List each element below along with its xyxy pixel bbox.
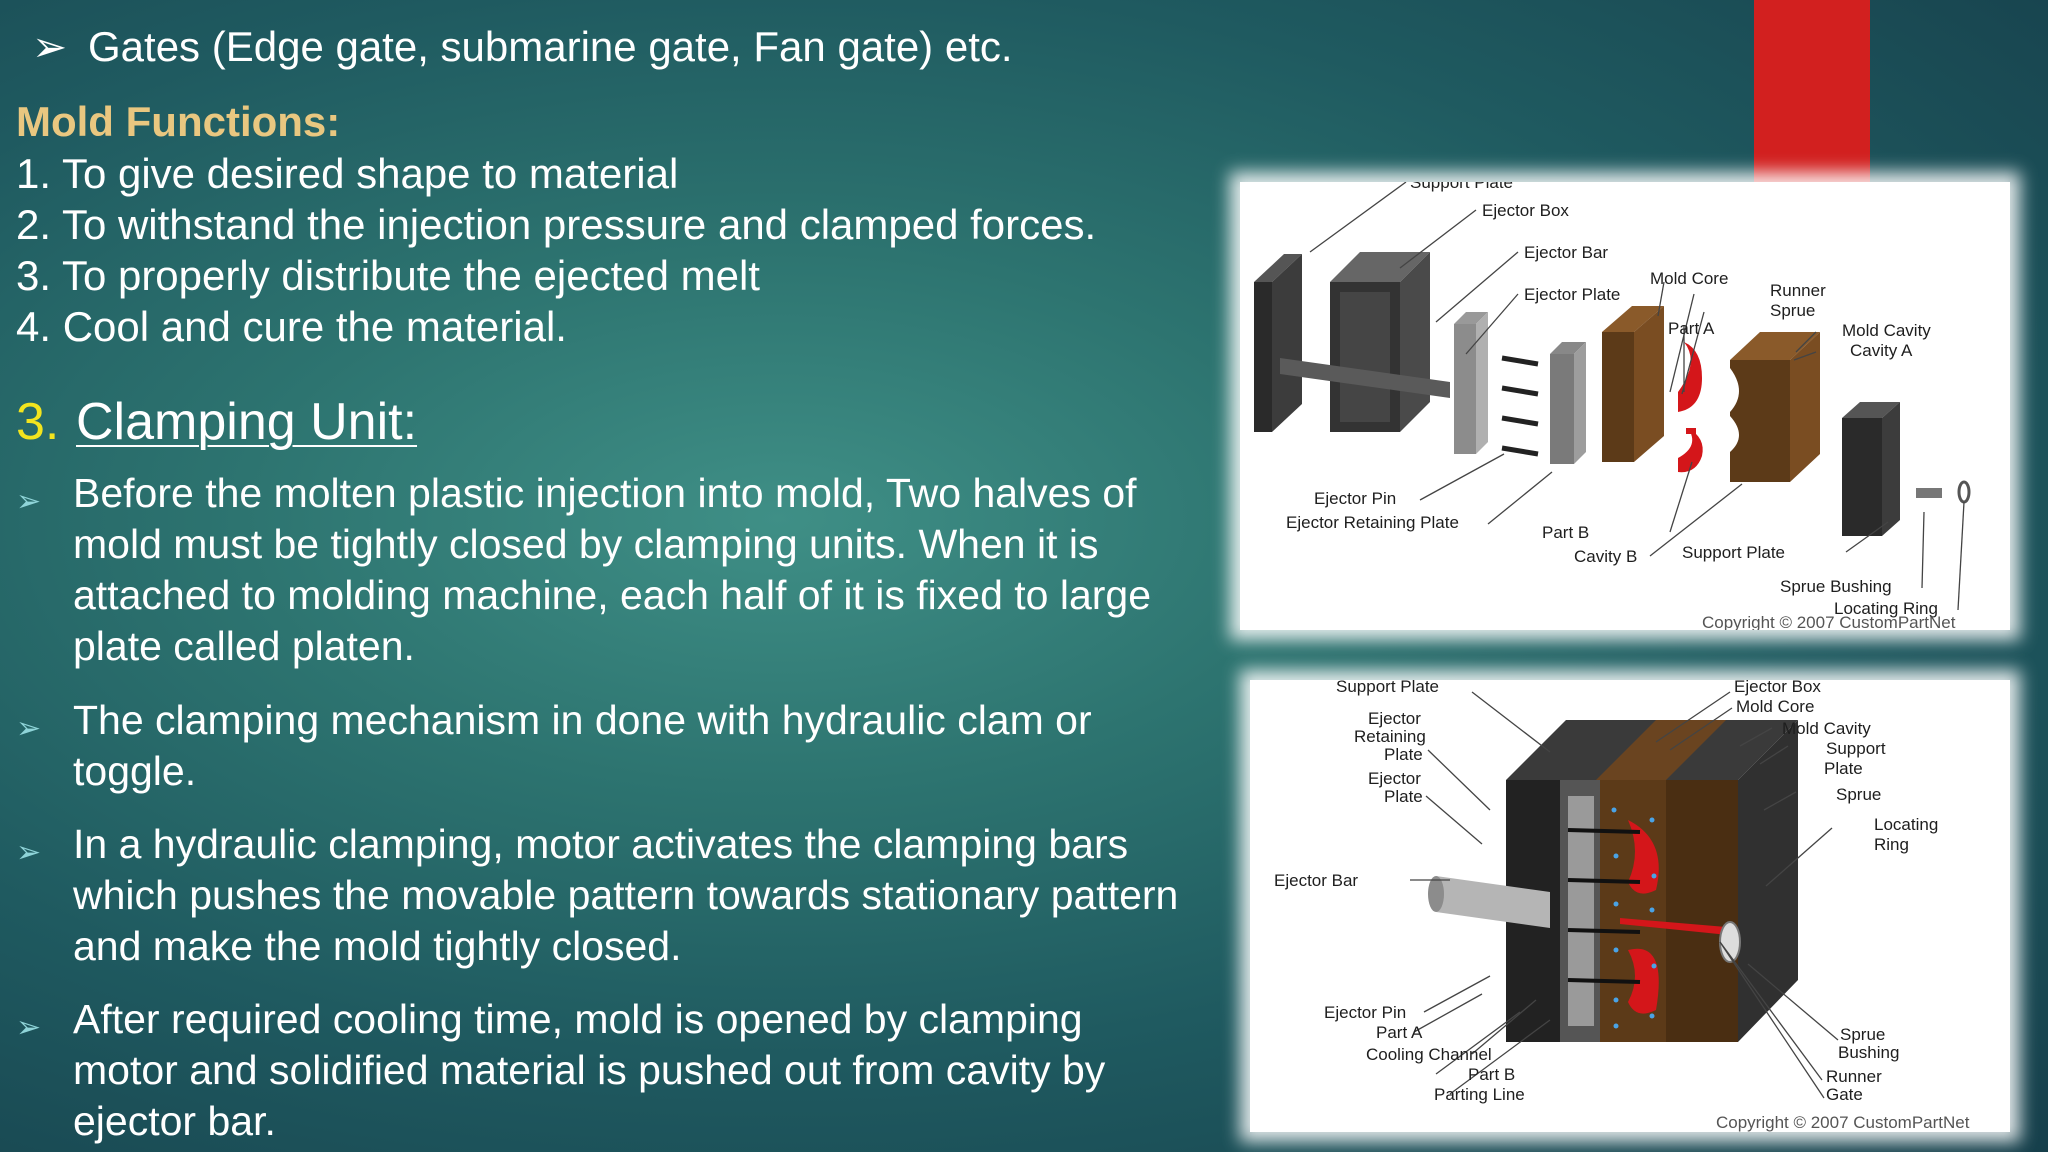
label-support-plate-right: Plate — [1824, 759, 1863, 778]
label-part-a: Part A — [1376, 1023, 1423, 1042]
label-support-plate-right: Support — [1826, 739, 1886, 758]
label-ejector-plate: Ejector Plate — [1524, 285, 1620, 304]
arrow-bullet-icon: ➢ — [16, 712, 42, 745]
bullet-line: ejector bar. — [73, 1098, 276, 1144]
mold-functions-title: Mold Functions: — [16, 98, 341, 145]
bullet-line: motor and solidified material is pushed … — [73, 1047, 1106, 1093]
label-mold-cavity: Mold Cavity — [1842, 321, 1931, 340]
bullet-line: Before the molten plastic injection into… — [73, 470, 1137, 516]
bullet-line: attached to molding machine, each half o… — [73, 572, 1152, 618]
label-parting-line: Parting Line — [1434, 1085, 1525, 1104]
label-sprue-bushing: Sprue Bushing — [1780, 577, 1892, 596]
bullet-line: In a hydraulic clamping, motor activates… — [73, 821, 1129, 867]
label-ejector-retaining-plate: Ejector Retaining Plate — [1286, 513, 1459, 532]
label-locating-ring: Locating Ring — [1834, 599, 1938, 618]
label-ejector-box: Ejector Box — [1734, 680, 1821, 696]
label-sprue-bushing: Bushing — [1838, 1043, 1899, 1062]
label-ejector-retaining-plate: Ejector — [1368, 709, 1421, 728]
label-runner: Runner — [1826, 1067, 1882, 1086]
bullet-line: and make the mold tightly closed. — [73, 923, 682, 969]
label-sprue-bushing: Sprue — [1840, 1025, 1885, 1044]
mold-function-item: 1. To give desired shape to material — [16, 150, 679, 197]
bullet-line: After required cooling time, mold is ope… — [73, 996, 1083, 1042]
label-ejector-retaining-plate: Retaining — [1354, 727, 1426, 746]
top-bullet-text: Gates (Edge gate, submarine gate, Fan ga… — [88, 23, 1013, 70]
mold-function-item: 4. Cool and cure the material. — [16, 303, 567, 350]
arrow-bullet-icon: ➢ — [16, 485, 42, 518]
copyright-text: Copyright © 2007 CustomPartNet — [1716, 1113, 1970, 1132]
exploded-mold-diagram: Support Plate Ejector Box Ejector Bar Ej… — [1240, 182, 2010, 630]
label-cavity-a: Cavity A — [1850, 341, 1913, 360]
label-ejector-pin: Ejector Pin — [1314, 489, 1396, 508]
arrow-bullet-icon: ➢ — [16, 836, 42, 869]
label-ejector-plate: Plate — [1384, 787, 1423, 806]
label-cavity-b: Cavity B — [1574, 547, 1637, 566]
red-accent-bar — [1754, 0, 1870, 184]
label-sprue: Sprue — [1836, 785, 1881, 804]
label-support-plate: Support Plate — [1410, 182, 1513, 192]
label-mold-core: Mold Core — [1736, 697, 1814, 716]
label-ejector-retaining-plate: Plate — [1384, 745, 1423, 764]
label-support-plate-2: Support Plate — [1682, 543, 1785, 562]
arrow-bullet-icon: ➢ — [16, 1011, 42, 1044]
label-part-b: Part B — [1542, 523, 1589, 542]
section-number: 3. — [16, 393, 60, 451]
assembled-mold-diagram: Support Plate Ejector Retaining Plate Ej… — [1250, 680, 2010, 1132]
section-title: Clamping Unit: — [76, 393, 418, 451]
copyright-text: Copyright © 2007 CustomPartNet — [1702, 613, 1956, 630]
mold-function-item: 2. To withstand the injection pressure a… — [16, 201, 1097, 248]
bullet-line: which pushes the movable pattern towards… — [73, 872, 1179, 918]
label-locating-ring: Ring — [1874, 835, 1909, 854]
label-gate: Gate — [1826, 1085, 1863, 1104]
label-mold-cavity: Mold Cavity — [1782, 719, 1871, 738]
bullet-line: The clamping mechanism in done with hydr… — [73, 697, 1092, 743]
top-bullet: ➢ Gates (Edge gate, submarine gate, Fan g… — [32, 22, 1013, 71]
label-ejector-box: Ejector Box — [1482, 201, 1569, 220]
label-sprue: Sprue — [1770, 301, 1815, 320]
label-part-b: Part B — [1468, 1065, 1515, 1084]
section-heading: 3. Clamping Unit: — [16, 392, 417, 452]
label-ejector-pin: Ejector Pin — [1324, 1003, 1406, 1022]
label-mold-core: Mold Core — [1650, 269, 1728, 288]
bullet-line: plate called platen. — [73, 623, 415, 669]
label-ejector-bar: Ejector Bar — [1274, 871, 1358, 890]
label-ejector-bar: Ejector Bar — [1524, 243, 1608, 262]
bullet-line: toggle. — [73, 748, 197, 794]
label-support-plate: Support Plate — [1336, 680, 1439, 696]
label-cooling-channel: Cooling Channel — [1366, 1045, 1492, 1064]
label-part-a: Part A — [1668, 319, 1715, 338]
bullet-line: mold must be tightly closed by clamping … — [73, 521, 1099, 567]
label-locating-ring: Locating — [1874, 815, 1938, 834]
label-ejector-plate: Ejector — [1368, 769, 1421, 788]
label-runner: Runner — [1770, 281, 1826, 300]
mold-function-item: 3. To properly distribute the ejected me… — [16, 252, 760, 299]
arrow-bullet-icon: ➢ — [32, 23, 68, 70]
